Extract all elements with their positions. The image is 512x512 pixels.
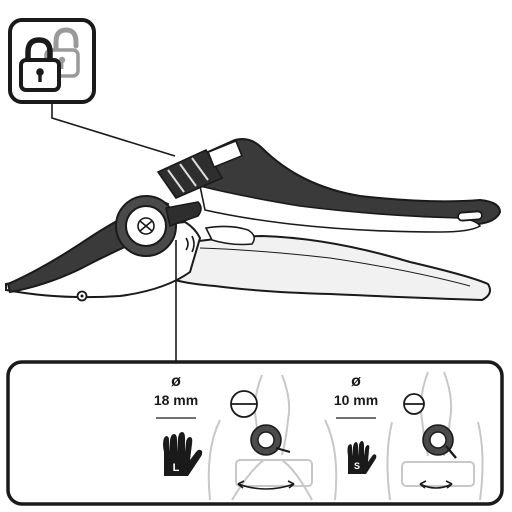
pruner [5,138,502,302]
setting-small-diameter-symbol: ø [351,373,361,390]
setting-large-opening: 18 mm [154,392,198,408]
padlock-closed-icon [19,37,61,92]
lock-slider [156,139,243,199]
spring [204,225,256,246]
glove-small-icon: S [347,441,377,474]
glove-small-size: S [354,461,360,471]
large-setting-sketch [207,374,338,501]
setting-small-opening: 10 mm [334,392,378,408]
upper-handle-face [198,184,482,233]
pivot-adjuster [115,195,177,257]
lower-handle [148,234,491,302]
glove-large-size: L [173,462,180,474]
small-setting-sketch [386,371,484,501]
lock-panel [8,18,96,104]
setting-large-diameter-symbol: ø [171,373,181,390]
opening-lever [165,201,202,228]
setting-large-arrow [237,483,295,490]
lock-leader-line [51,102,176,157]
glove-large-icon: L [163,432,203,476]
opening-settings-panel: ø 18 mm L ø 10 mm S [6,360,504,506]
